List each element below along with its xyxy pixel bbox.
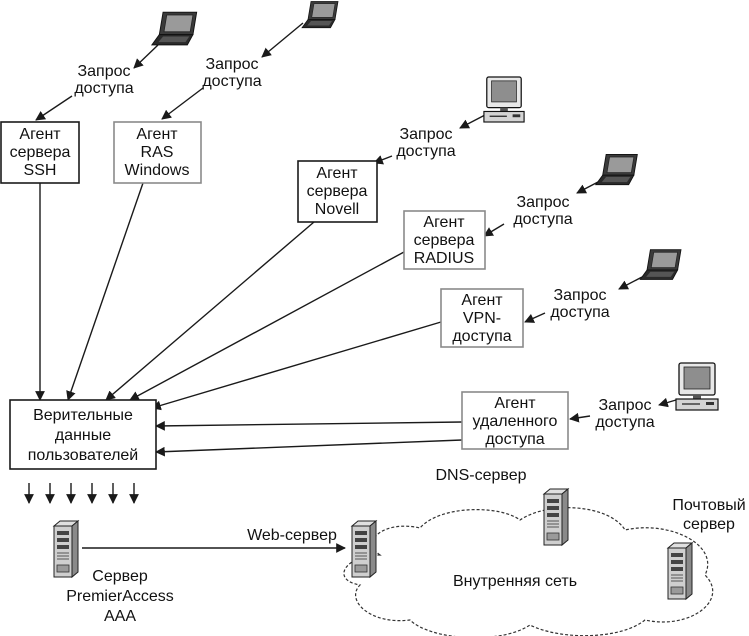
agent-ras-to-credentials (66, 182, 144, 401)
agent-vpn-line-1: Агент (461, 292, 503, 309)
svg-text:доступа: доступа (202, 73, 261, 90)
svg-text:PremierAccess: PremierAccess (66, 588, 174, 605)
dns-server-label: DNS-сервер (435, 467, 526, 484)
svg-text:Запрос: Запрос (516, 194, 569, 211)
request-arrow-6 (658, 397, 677, 408)
svg-text:сервер: сервер (683, 516, 735, 533)
aaa-server-label: Сервер PremierAccess AAA (66, 568, 174, 625)
svg-text:доступа: доступа (74, 80, 133, 97)
agent-box-remote-access: Агент удаленного доступа (461, 391, 569, 450)
aaa-server-icon (53, 520, 79, 578)
request-arrow-1 (133, 44, 159, 69)
agent-ras-line-2: RAS (141, 144, 174, 161)
svg-text:Запрос: Запрос (77, 63, 130, 80)
agent-box-ssh: Агент сервера SSH (0, 121, 80, 184)
agent-box-ras-windows: Агент RAS Windows (113, 121, 202, 184)
agent-ssh-line-1: Агент (19, 126, 61, 143)
svg-text:Запрос: Запрос (205, 56, 258, 73)
mail-server-icon (667, 542, 693, 600)
laptop-icon (639, 249, 682, 280)
agent-radius-line-1: Агент (423, 214, 465, 231)
agent-vpn-line-3: доступа (452, 328, 511, 345)
agent-ssh-line-3: SSH (24, 162, 57, 179)
request-to-agent-remote (569, 412, 591, 423)
svg-text:доступа: доступа (396, 143, 455, 160)
agent-remote-line-1: Агент (494, 395, 536, 412)
request-label-6: Запрос доступа (595, 397, 654, 431)
internal-network-cloud (343, 507, 714, 636)
request-to-agent-ras (161, 87, 204, 120)
laptop-icon (595, 153, 638, 186)
request-to-agent-ssh (35, 95, 73, 121)
agent-radius-line-3: RADIUS (414, 250, 474, 267)
laptop-icon (151, 11, 198, 46)
request-arrow-2 (261, 22, 304, 58)
credentials-down-arrows (24, 483, 139, 504)
agent-vpn-to-credentials (151, 321, 442, 411)
agent-radius-line-2: сервера (414, 232, 475, 249)
desktop-computer-icon (483, 76, 525, 123)
request-arrow-4 (576, 181, 599, 194)
agent-box-radius: Агент сервера RADIUS (403, 210, 486, 270)
internal-network-label: Внутренняя сеть (453, 573, 577, 590)
agent-ras-line-3: Windows (125, 162, 190, 179)
request-arrow-3 (459, 114, 486, 129)
credentials-line-1: Верительные (33, 407, 133, 424)
agent-novell-line-1: Агент (316, 165, 358, 182)
request-label-4: Запрос доступа (513, 194, 572, 228)
agent-ras-line-1: Агент (136, 126, 178, 143)
agent-remote-line-2: удаленного (473, 413, 558, 430)
agent-vpn-line-2: VPN- (463, 310, 501, 327)
desktop-computer-icon (675, 362, 719, 411)
svg-text:доступа: доступа (595, 414, 654, 431)
svg-text:доступа: доступа (550, 304, 609, 321)
agent-remote-to-credentials (155, 420, 463, 431)
agent-novell-line-2: сервера (307, 183, 368, 200)
credentials-line-2: данные (55, 427, 111, 444)
user-credentials-box: Верительные данные пользователей (9, 399, 157, 470)
svg-text:Запрос: Запрос (399, 126, 452, 143)
mail-server-label: Почтовый сервер (672, 497, 745, 533)
request-label-2: Запрос доступа (202, 56, 261, 90)
request-label-5: Запрос доступа (550, 287, 609, 321)
svg-text:Сервер: Сервер (92, 568, 148, 585)
agent-radius-to-credentials (129, 251, 405, 401)
request-label-3: Запрос доступа (396, 126, 455, 160)
request-to-agent-radius (483, 223, 505, 237)
web-server-icon (351, 520, 377, 578)
svg-text:Запрос: Запрос (553, 287, 606, 304)
svg-text:AAA: AAA (104, 608, 136, 625)
agent-remote-line-3: доступа (485, 431, 544, 448)
agent-box-vpn: Агент VPN- доступа (440, 288, 524, 348)
agent-box-novell: Агент сервера Novell (297, 160, 378, 223)
request-arrow-5 (618, 276, 643, 290)
web-server-label: Web-сервер (247, 527, 337, 544)
request-to-agent-vpn (524, 312, 546, 323)
agent-ssh-line-2: сервера (10, 144, 71, 161)
svg-text:Почтовый: Почтовый (672, 497, 745, 514)
agent-remote-to-credentials-2 (155, 439, 463, 457)
agent-novell-to-credentials (105, 221, 315, 401)
laptop-icon (301, 1, 339, 29)
dns-server-icon (543, 488, 569, 546)
request-label-1: Запрос доступа (74, 63, 133, 97)
svg-text:Запрос: Запрос (598, 397, 651, 414)
svg-text:доступа: доступа (513, 211, 572, 228)
agent-novell-line-3: Novell (315, 201, 359, 218)
credentials-line-3: пользователей (28, 447, 139, 464)
